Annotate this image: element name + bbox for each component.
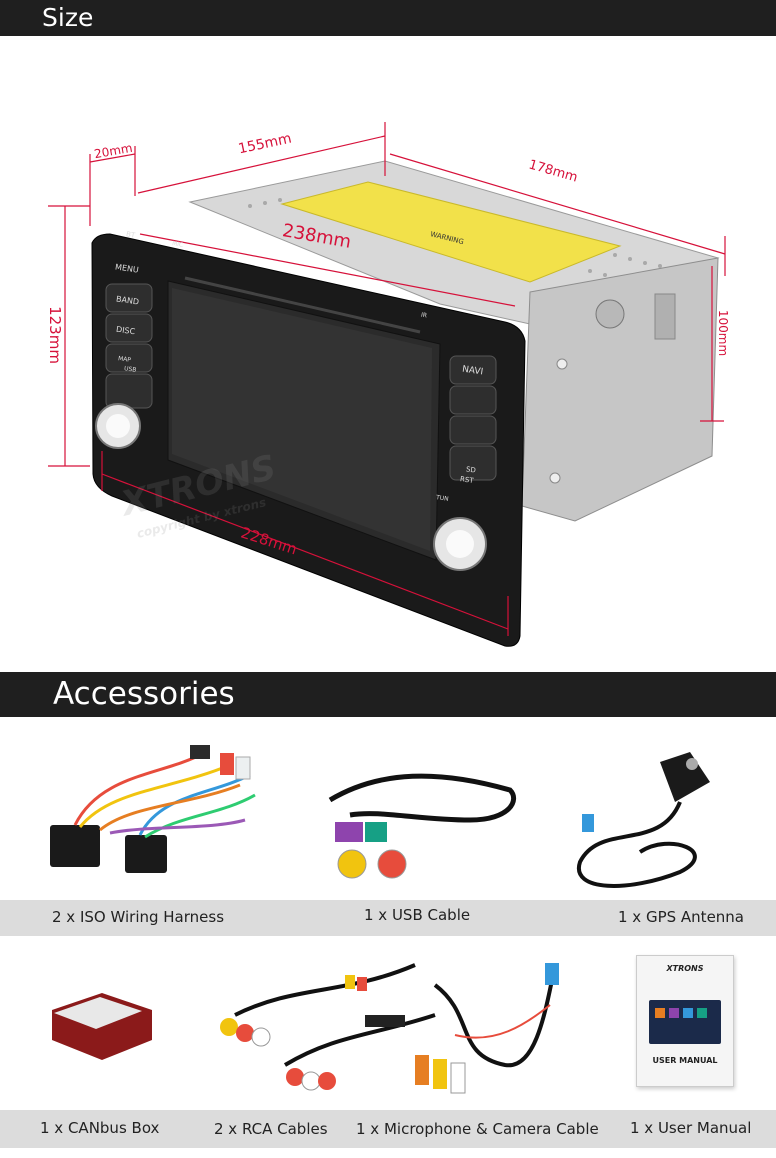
label-ir: IR	[420, 311, 428, 320]
caption-microphone-camera-cable: 1 x Microphone & Camera Cable	[356, 1120, 599, 1138]
warning-sticker	[280, 181, 622, 283]
manual-brand: XTRONS	[666, 964, 704, 973]
x-badge	[595, 299, 625, 329]
disc-slot	[184, 276, 421, 334]
label-usb: USB	[123, 365, 137, 374]
microphone-camera-cable-image	[415, 963, 559, 1094]
accessories-section-header: Accessories	[0, 672, 776, 717]
caption-user-manual: 1 x User Manual	[630, 1119, 752, 1137]
canbus-box-image	[52, 993, 152, 1060]
right-buttons	[449, 355, 497, 481]
iso-wiring-harness-image	[50, 745, 256, 873]
head-unit-illustration: WARNING	[48, 122, 726, 647]
size-diagram: WARNING	[0, 36, 776, 672]
label-sd: SD	[465, 465, 477, 475]
accessories-section-title: Accessories	[53, 676, 235, 712]
user-manual-image: XTRONS USER MANUAL	[636, 955, 734, 1087]
manual-cover-screen	[649, 1000, 721, 1044]
caption-usb-cable: 1 x USB Cable	[364, 906, 471, 924]
accessory-caption-strip: 2 x ISO Wiring Harness 1 x USB Cable 1 x…	[0, 900, 776, 936]
dimension-body-height: 100mm	[716, 309, 731, 357]
left-buttons	[105, 283, 153, 409]
caption-iso-wiring-harness: 2 x ISO Wiring Harness	[52, 908, 225, 926]
size-section-title: Size	[42, 3, 94, 32]
dimension-face-height: 123mm	[45, 306, 64, 364]
rca-cables-image	[220, 963, 436, 1091]
label-bt: BT	[125, 230, 136, 240]
caption-gps-antenna: 1 x GPS Antenna	[618, 908, 744, 926]
dimension-lines	[48, 122, 726, 636]
size-section-header: Size	[0, 0, 776, 36]
manual-title: USER MANUAL	[652, 1056, 718, 1065]
caption-canbus-box: 1 x CANbus Box	[40, 1119, 160, 1137]
side-bracket	[654, 293, 676, 340]
usb-cable-image	[328, 773, 517, 879]
caption-rca-cables: 2 x RCA Cables	[214, 1120, 328, 1138]
accessory-caption-strip-2: 1 x CANbus Box 2 x RCA Cables 1 x Microp…	[0, 1110, 776, 1148]
label-rst: RST	[459, 475, 475, 485]
gps-antenna-image	[576, 752, 710, 888]
